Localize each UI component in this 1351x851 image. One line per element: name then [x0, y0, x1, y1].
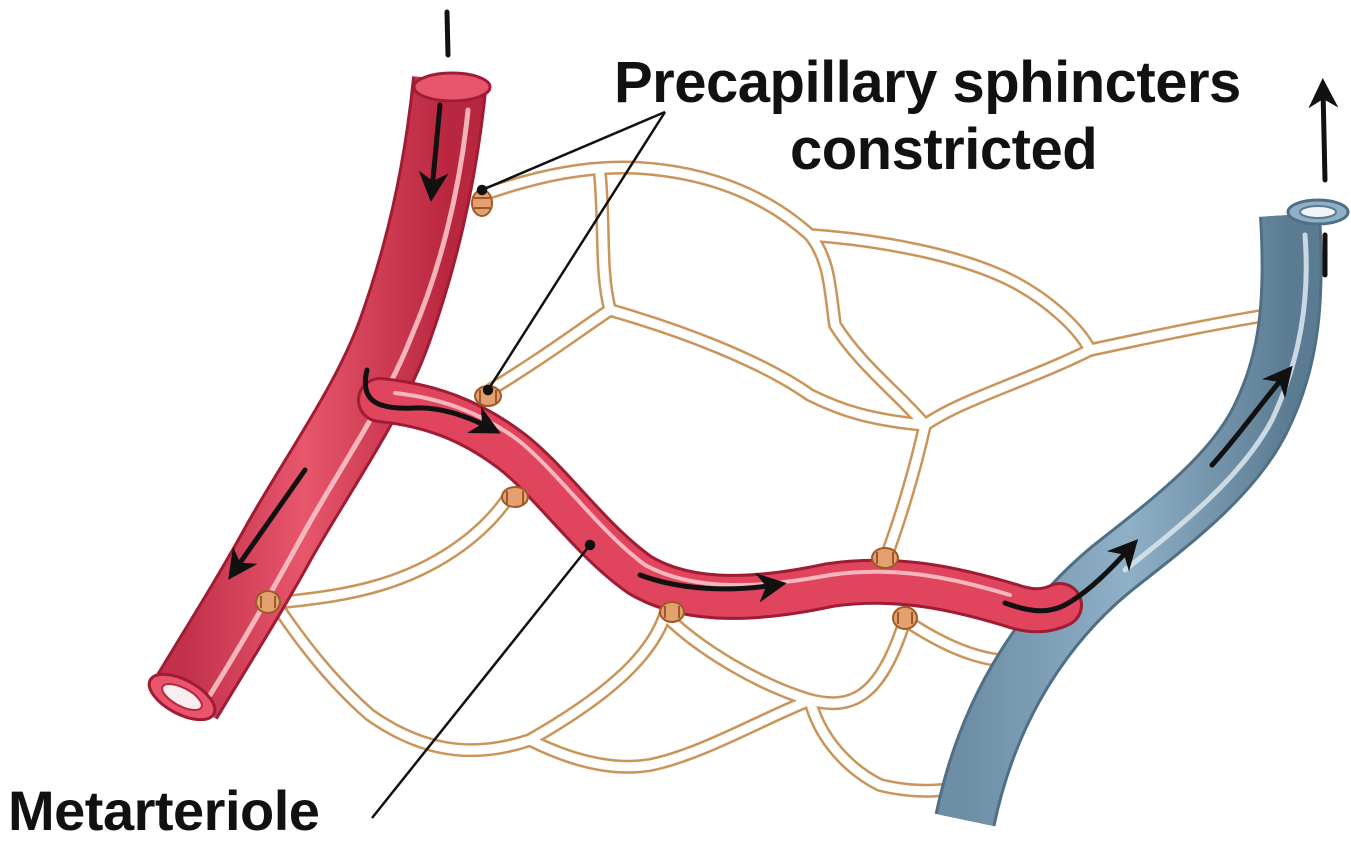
capillary [810, 235, 1090, 350]
leader-dot [484, 386, 492, 394]
sphincter-icon [256, 591, 280, 613]
capillary [275, 603, 530, 750]
leader-dot [478, 186, 486, 194]
metarteriole-label: Metarteriole [8, 783, 319, 839]
sphincter-icon [502, 487, 528, 507]
sphincter-icon [893, 607, 917, 629]
capillary [530, 615, 665, 740]
sphincters-label-line2: constricted [790, 121, 1097, 179]
leader-dot [586, 541, 594, 549]
arteriole-top [414, 73, 490, 101]
sphincter-icon [660, 602, 684, 622]
flow-arrow-icon [1323, 90, 1325, 180]
sphincter-icon [872, 548, 898, 568]
leader-line [372, 545, 590, 818]
flow-arrow-icon [447, 12, 448, 55]
leader-line [488, 112, 665, 390]
sphincters-label-line1: Precapillary sphincters [614, 54, 1241, 112]
